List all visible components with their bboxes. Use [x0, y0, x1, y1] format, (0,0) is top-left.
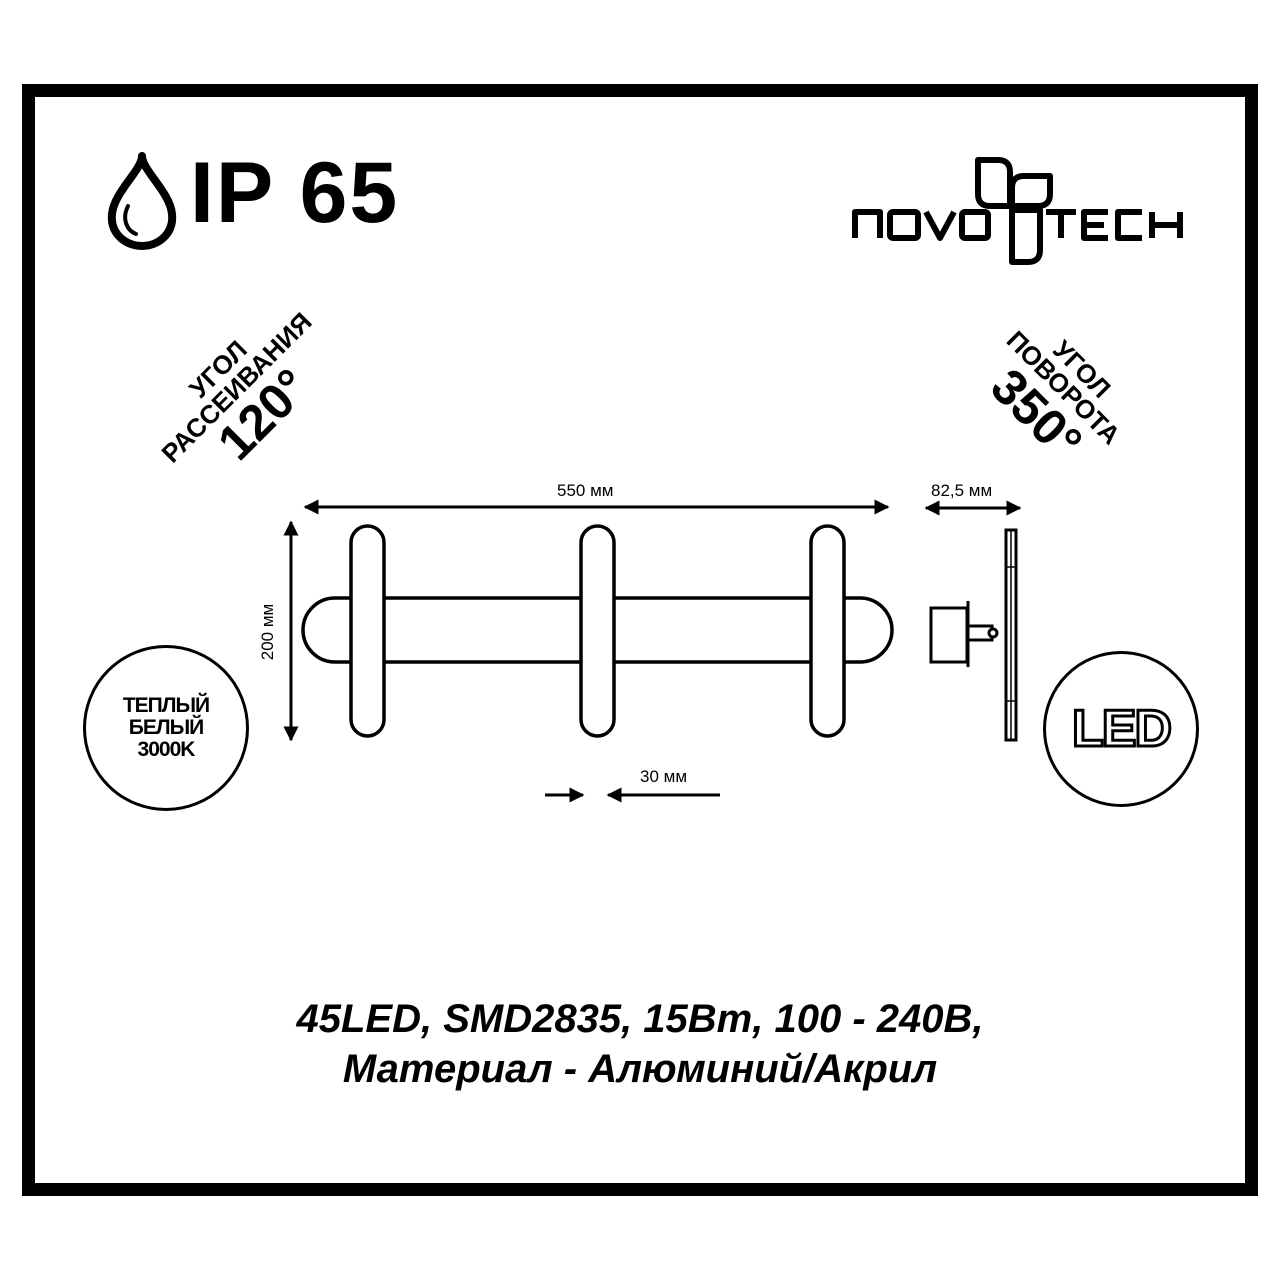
side-view	[929, 528, 1018, 742]
led-icon: LED	[1071, 699, 1174, 760]
color-temp-line1: ТЕПЛЫЙ	[122, 693, 210, 717]
brand-logo-mark	[852, 157, 1183, 265]
brand-logo	[850, 150, 1210, 275]
color-temp-line3: 3000K	[137, 738, 196, 762]
specs-line1: 45LED, SMD2835, 15Bm, 100 - 240B,	[296, 997, 984, 1041]
height-dimension-label: 200 мм	[258, 603, 277, 661]
specs-line2: Материал - Алюминий/Акрил	[342, 1046, 938, 1091]
pill-width-label: 30 мм	[640, 767, 688, 786]
left-light-pill	[349, 524, 386, 738]
color-temp-line2: БЕЛЫЙ	[128, 715, 204, 739]
led-badge: LED	[1043, 651, 1199, 807]
width-dimension-label: 550 мм	[557, 481, 614, 500]
middle-light-pill	[579, 524, 616, 738]
specifications: 45LED, SMD2835, 15Bm, 100 - 240B, Матери…	[0, 995, 1280, 1094]
depth-dimension-label: 82,5 мм	[931, 481, 993, 500]
right-light-pill	[809, 524, 846, 738]
water-drop-icon	[107, 152, 177, 250]
spec-sheet-frame	[22, 84, 1258, 1196]
color-temperature-badge: ТЕПЛЫЙ БЕЛЫЙ 3000K	[83, 645, 249, 811]
ip-rating: IP 65	[190, 145, 400, 241]
